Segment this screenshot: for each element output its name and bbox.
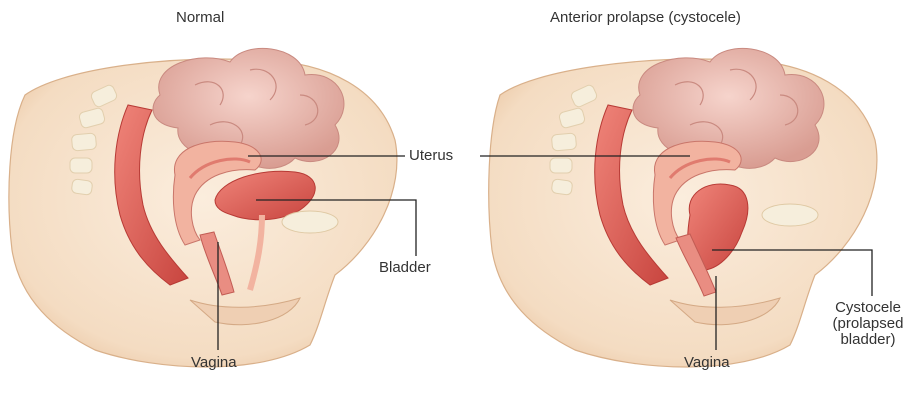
- normal-illustration: [9, 48, 397, 367]
- cystocele-label-line3: bladder): [818, 332, 918, 348]
- cystocele-label-line2: (prolapsed: [818, 316, 918, 332]
- vagina-label-prolapse: Vagina: [684, 355, 730, 371]
- cystocele-label-line1: Cystocele: [818, 300, 918, 316]
- normal-pubic-bone: [282, 211, 338, 233]
- prolapse-pubic-bone: [762, 204, 818, 226]
- uterus-label: Uterus: [409, 148, 453, 164]
- bladder-label: Bladder: [379, 260, 431, 276]
- vagina-label-normal: Vagina: [191, 355, 237, 371]
- normal-title: Normal: [176, 10, 224, 26]
- cystocele-label: Cystocele (prolapsed bladder): [818, 300, 918, 348]
- prolapse-title: Anterior prolapse (cystocele): [550, 10, 741, 26]
